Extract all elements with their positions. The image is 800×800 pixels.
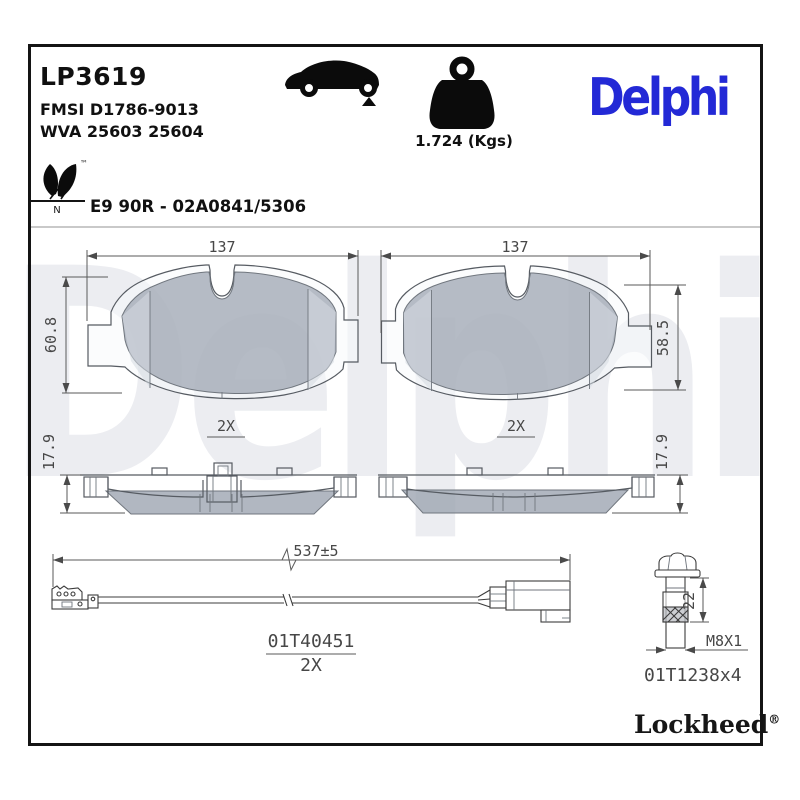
part-number: LP3619 xyxy=(40,62,147,91)
bolt-length-value: 22 xyxy=(680,592,698,610)
pad-right-thickness-value: 17.9 xyxy=(653,434,671,470)
pad-left-thickness-value: 17.9 xyxy=(40,434,58,470)
pad-right-quantity: 2X xyxy=(497,417,535,438)
leaf-letter: N xyxy=(53,205,60,216)
pad-left-width-dimension: 137 xyxy=(86,238,359,321)
pad-right-side-view xyxy=(378,467,655,514)
trademark-symbol: ™ xyxy=(80,159,88,168)
rear-wheel xyxy=(359,79,377,97)
leaf-icon: N ™ xyxy=(30,159,88,216)
sensor-qty-value: 2X xyxy=(300,655,322,676)
fmsi-reference: FMSI D1786-9013 xyxy=(40,100,199,119)
sensor-connector xyxy=(477,580,571,623)
leaf-right xyxy=(57,164,77,197)
weight-body xyxy=(429,80,495,129)
bolt-thread-callout: M8X1 xyxy=(646,632,748,654)
weight-icon xyxy=(429,56,495,129)
header-divider xyxy=(31,226,762,228)
delphi-logo: Delphi xyxy=(588,68,731,128)
lockheed-logo: Lockheed® xyxy=(634,710,780,739)
pad-left-width-value: 137 xyxy=(208,238,235,256)
wear-sensor-drawing: 537±5 xyxy=(51,542,571,676)
pad-right-drawing xyxy=(380,265,653,401)
weight-value: 1.724 (Kgs) xyxy=(415,132,513,150)
pad-left-thickness-dimension: 17.9 xyxy=(40,434,125,514)
sensor-clip xyxy=(51,585,99,610)
pad-right-width-value: 137 xyxy=(501,238,528,256)
bolt-thread-value: M8X1 xyxy=(706,632,742,650)
lockheed-logo-text: Lockheed xyxy=(634,710,769,739)
sensor-ref-value: 01T40451 xyxy=(268,631,355,652)
registered-symbol: ® xyxy=(768,712,781,727)
homologation-number: E9 90R - 02A0841/5306 xyxy=(90,197,307,216)
sensor-length-value: 537±5 xyxy=(293,542,338,560)
pad-right-height-value: 58.5 xyxy=(654,320,672,356)
pad-right-height-dimension: 58.5 xyxy=(624,284,686,391)
weight-handle-ring xyxy=(449,56,475,82)
leaf-stems xyxy=(49,186,70,200)
pad-left-drawing xyxy=(87,264,359,400)
pad-left-quantity: 2X xyxy=(207,417,245,438)
leaf-left xyxy=(43,164,58,196)
pad-left-side-view xyxy=(80,462,357,515)
pad-right-width-dimension: 137 xyxy=(380,238,651,333)
car-icon xyxy=(285,60,379,106)
rear-axle-marker-triangle xyxy=(362,97,376,106)
wva-reference: WVA 25603 25604 xyxy=(40,122,204,141)
bolt-length-dimension: 22 xyxy=(680,577,709,623)
front-wheel xyxy=(300,79,318,97)
bolt-drawing: 22 M8X1 01T1238x4 xyxy=(644,552,748,686)
pad-left-qty-value: 2X xyxy=(217,417,235,435)
bolt-ref-value: 01T1238x4 xyxy=(644,665,742,686)
pad-left-height-value: 60.8 xyxy=(42,317,60,353)
pad-left-height-dimension: 60.8 xyxy=(42,276,122,394)
pad-right-thickness-dimension: 17.9 xyxy=(612,434,688,514)
pad-right-qty-value: 2X xyxy=(507,417,525,435)
